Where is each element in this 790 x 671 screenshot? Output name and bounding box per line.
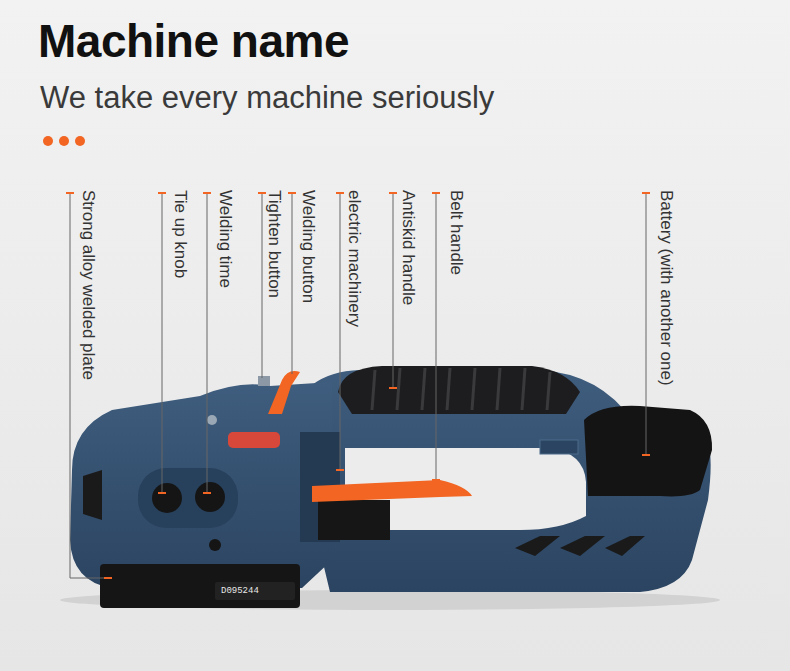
accent-dot — [59, 136, 69, 146]
vents — [515, 536, 645, 556]
title: Machine name — [38, 14, 349, 68]
callout-label: Welding time — [215, 190, 235, 288]
accent-dot — [43, 136, 53, 146]
knob-panel — [138, 468, 238, 528]
callout-label: electric machinery — [344, 190, 364, 327]
head-body — [70, 382, 332, 588]
plate-tag — [215, 582, 295, 600]
tighten-button — [258, 376, 270, 386]
welded-plate — [100, 564, 300, 608]
strap-feed — [318, 500, 390, 540]
callout-label: Battery (with another one) — [656, 190, 676, 386]
subtitle: We take every machine seriously — [40, 80, 494, 116]
screw — [209, 539, 221, 551]
battery — [584, 406, 712, 497]
welding-time-knob — [195, 482, 225, 512]
model-tag — [228, 432, 280, 448]
grip-ridges — [372, 368, 550, 410]
callout-label: Tighten button — [264, 190, 284, 298]
screw — [207, 415, 217, 425]
callout-label: Tie up knob — [170, 190, 190, 278]
callout-label: Strong alloy welded plate — [78, 190, 98, 380]
battery-window — [540, 440, 578, 454]
callout-label: Belt handle — [446, 190, 466, 275]
welding-button — [268, 371, 300, 414]
belt-handle — [312, 480, 472, 502]
antiskid-grip — [338, 366, 580, 414]
side-grip — [83, 470, 102, 520]
accent-dot — [75, 136, 85, 146]
callout-label: Welding button — [298, 190, 318, 303]
callout-label: Antiskid handle — [398, 190, 418, 305]
tie-up-knob — [152, 483, 182, 513]
serial-number: D095244 — [221, 586, 259, 596]
